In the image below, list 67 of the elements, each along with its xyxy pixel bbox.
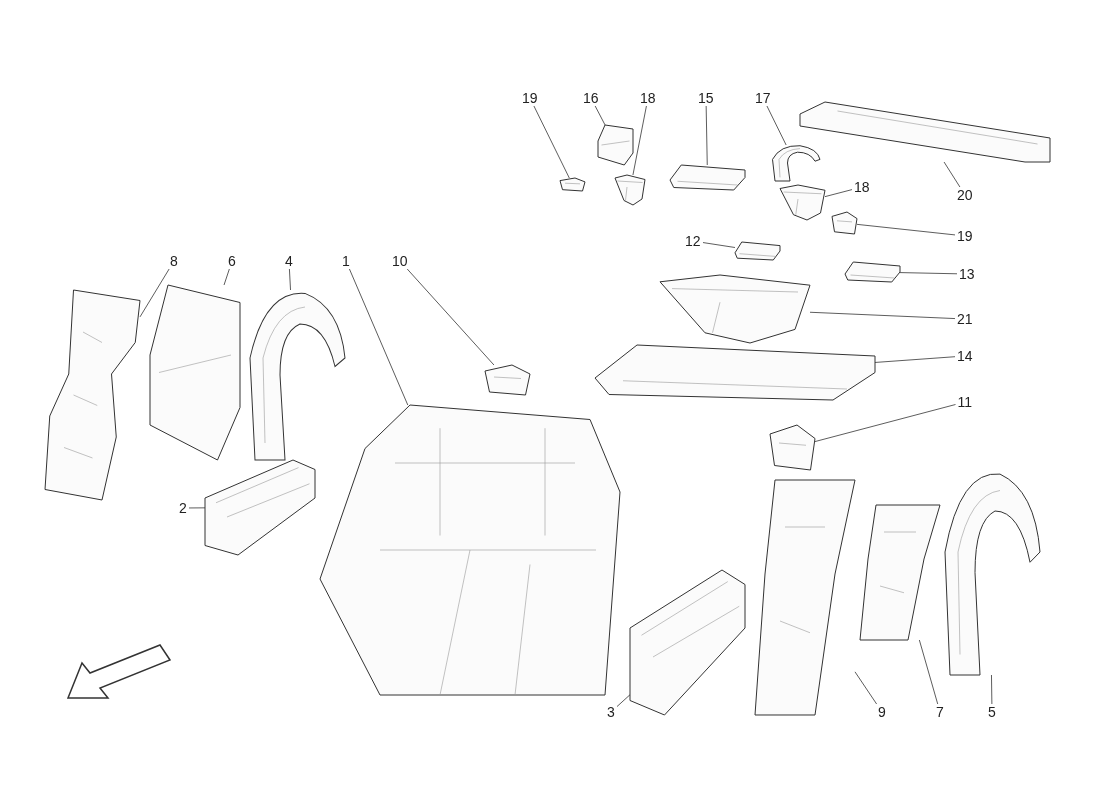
bracket-drawing (832, 212, 857, 234)
callout-number: 19 (957, 228, 973, 244)
cover-drawing (598, 125, 633, 165)
callout-number: 14 (957, 348, 973, 364)
leader-line (289, 268, 291, 291)
leader-line (616, 694, 631, 707)
floor-panel-drawing (595, 345, 875, 400)
plate-drawing (845, 262, 900, 282)
leader-line (809, 311, 956, 319)
callout-number: 5 (988, 704, 996, 720)
callout-number: 16 (583, 90, 599, 106)
callout-number: 20 (957, 187, 973, 203)
callout-number: 19 (522, 90, 538, 106)
leader-line (814, 404, 956, 442)
leader-line (854, 671, 877, 705)
callout-number: 13 (959, 266, 975, 282)
pillar-drawing (755, 480, 855, 715)
bracket-drawing (485, 365, 530, 395)
callout-number: 9 (878, 704, 886, 720)
leader-line (406, 268, 495, 366)
leader-line (943, 161, 961, 188)
leader-line (705, 105, 708, 166)
tub-drawing (660, 275, 810, 343)
leader-line (188, 507, 206, 509)
callout-number: 15 (698, 90, 714, 106)
side-rail-drawing (630, 570, 745, 715)
callout-number: 17 (755, 90, 771, 106)
leader-line (223, 268, 230, 286)
inner-panel-drawing (150, 285, 240, 460)
reinforcement-drawing (860, 505, 940, 640)
callout-number: 8 (170, 253, 178, 269)
callout-number: 2 (179, 500, 187, 516)
body-shell-drawing (320, 405, 620, 695)
bracket-drawing (780, 185, 825, 220)
leader-line (632, 105, 647, 176)
leader-line (874, 356, 956, 363)
leader-line (766, 105, 787, 146)
leader-line (824, 189, 853, 198)
leader-line (533, 105, 570, 179)
callout-number: 21 (957, 311, 973, 327)
leader-line (918, 639, 939, 705)
leader-line (991, 674, 993, 705)
callout-number: 4 (285, 253, 293, 269)
callout-number: 10 (392, 253, 408, 269)
bracket-drawing (615, 175, 645, 205)
bracket-drawing (770, 425, 815, 470)
beam-drawing (800, 102, 1050, 162)
bracket-drawing (560, 178, 585, 191)
leader-line (349, 268, 409, 406)
callout-number: 7 (936, 704, 944, 720)
callout-number: 6 (228, 253, 236, 269)
callout-number: 11 (957, 394, 973, 410)
leader-line (139, 268, 170, 318)
callout-number: 12 (685, 233, 701, 249)
side-rail-drawing (205, 460, 315, 555)
leader-line (856, 223, 956, 236)
callout-number: 3 (607, 704, 615, 720)
leader-line (594, 105, 606, 126)
callout-number: 1 (342, 253, 350, 269)
callout-number: 18 (640, 90, 656, 106)
callout-number: 18 (854, 179, 870, 195)
leader-line (899, 272, 958, 275)
plate-drawing (735, 242, 780, 260)
cover-drawing (770, 145, 820, 181)
cross-member-drawing (670, 165, 745, 190)
leader-line (702, 242, 736, 248)
side-pillar-drawing (45, 290, 140, 500)
